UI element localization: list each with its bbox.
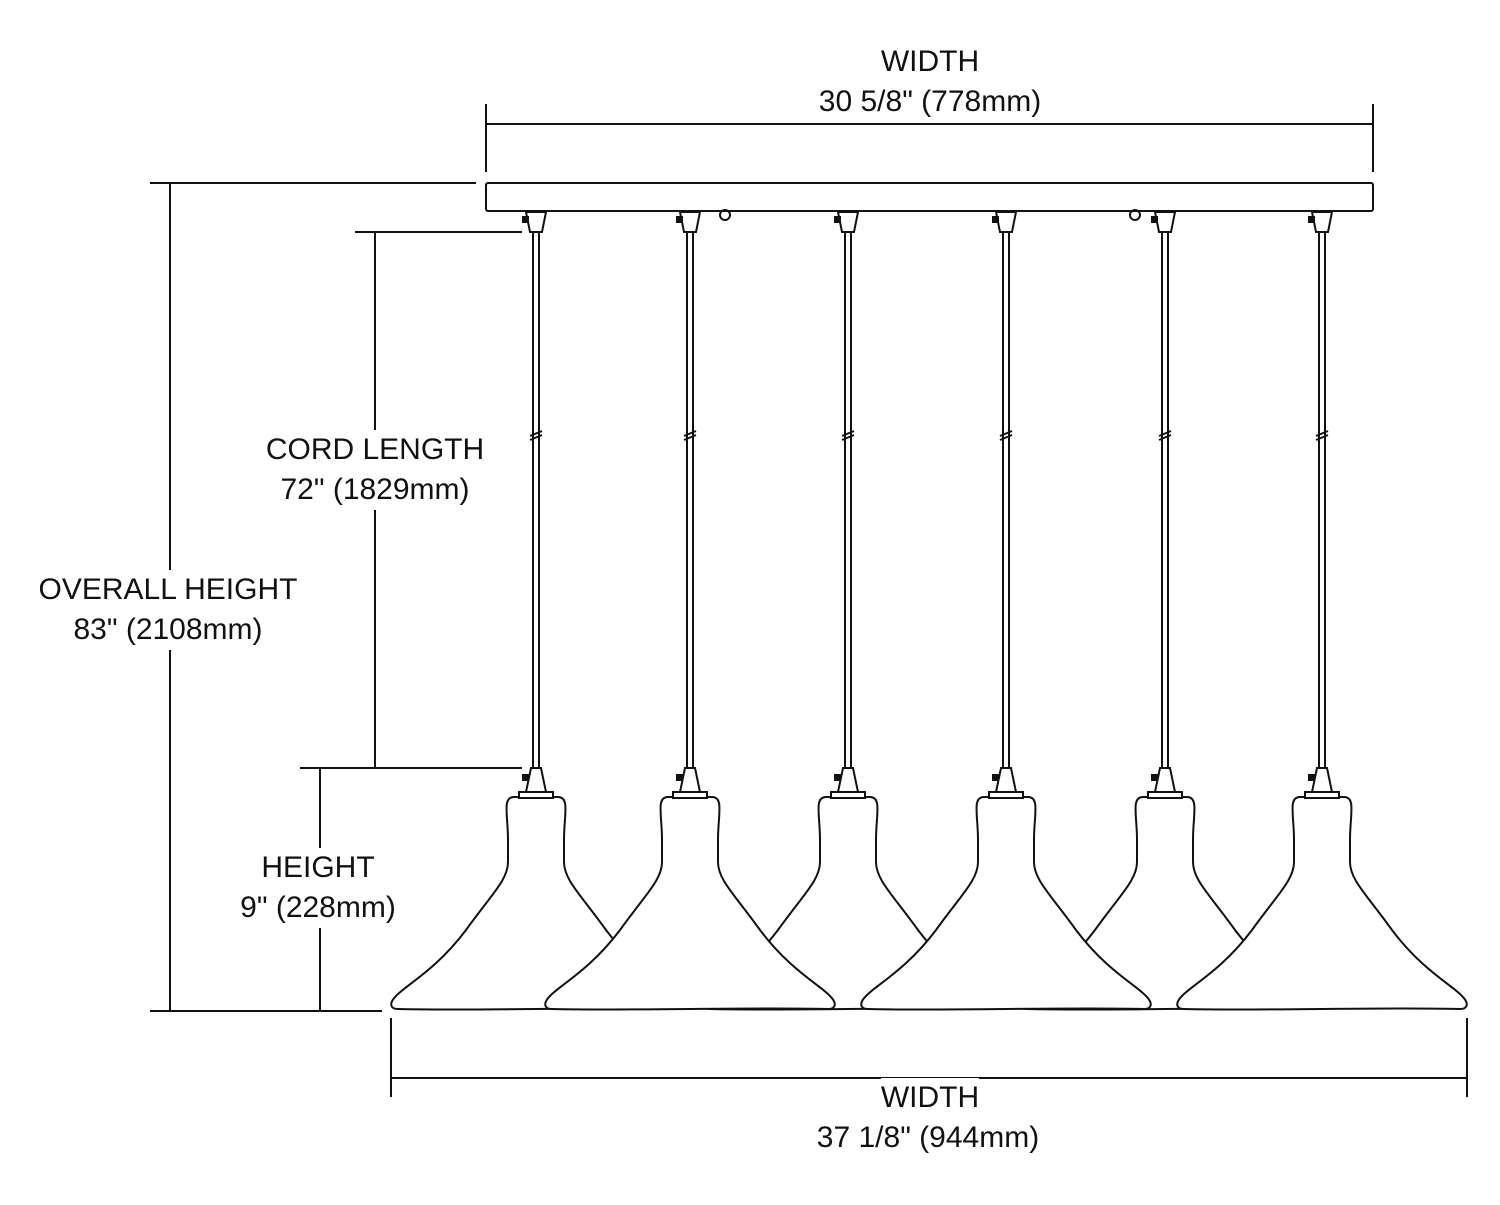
cord-grip-top <box>524 211 548 233</box>
shade-height-label: HEIGHT <box>261 848 375 888</box>
canopy-screw <box>719 209 731 221</box>
top-width-label: WIDTH <box>880 45 980 78</box>
set-screw <box>1151 216 1158 223</box>
cord-length-value: 72" (1829mm) <box>280 470 470 510</box>
bottom-width-value: 37 1/8" (944mm) <box>816 1121 1040 1154</box>
shade-collar <box>672 791 708 799</box>
canopy <box>485 182 1374 212</box>
pendant <box>1176 211 1468 1011</box>
cord-grip-top <box>1310 211 1334 233</box>
cord-break-mark <box>1315 430 1329 441</box>
pendant <box>1019 211 1311 1011</box>
pendant <box>390 211 682 1011</box>
top-width-dimension-line <box>485 104 1374 172</box>
shade-collar <box>1304 791 1340 799</box>
canopy-screw <box>1129 209 1141 221</box>
cord-grip-top <box>1153 211 1177 233</box>
set-screw <box>1308 774 1315 781</box>
cord-length-label: CORD LENGTH <box>265 430 485 470</box>
set-screw <box>834 216 841 223</box>
set-screw <box>992 216 999 223</box>
glass-shade <box>860 796 1152 1011</box>
set-screw <box>834 774 841 781</box>
set-screw <box>1151 774 1158 781</box>
shade-height-value: 9" (228mm) <box>240 888 396 928</box>
set-screw <box>676 216 683 223</box>
cord-break-mark <box>683 430 697 441</box>
set-screw <box>522 216 529 223</box>
glass-shade <box>544 796 836 1011</box>
set-screw <box>522 774 529 781</box>
shade-collar <box>518 791 554 799</box>
overall-height-label: OVERALL HEIGHT <box>38 570 298 610</box>
set-screw <box>1308 216 1315 223</box>
set-screw <box>676 774 683 781</box>
set-screw <box>992 774 999 781</box>
cord-break-mark <box>999 430 1013 441</box>
cord-grip-top <box>836 211 860 233</box>
cord-break-mark <box>529 430 543 441</box>
glass-shade <box>1176 796 1468 1011</box>
top-width-value: 30 5/8" (778mm) <box>818 85 1042 118</box>
shade-collar <box>1147 791 1183 799</box>
pendant <box>702 211 994 1011</box>
cord-break-mark <box>1158 430 1172 441</box>
cord-break-mark <box>841 430 855 441</box>
pendant <box>544 211 836 1011</box>
pendant <box>860 211 1152 1011</box>
bottom-width-label: WIDTH <box>880 1078 980 1118</box>
shade-collar <box>830 791 866 799</box>
cord-grip-top <box>994 211 1018 233</box>
shade-collar <box>988 791 1024 799</box>
cord-grip-top <box>678 211 702 233</box>
overall-height-value: 83" (2108mm) <box>73 610 263 650</box>
